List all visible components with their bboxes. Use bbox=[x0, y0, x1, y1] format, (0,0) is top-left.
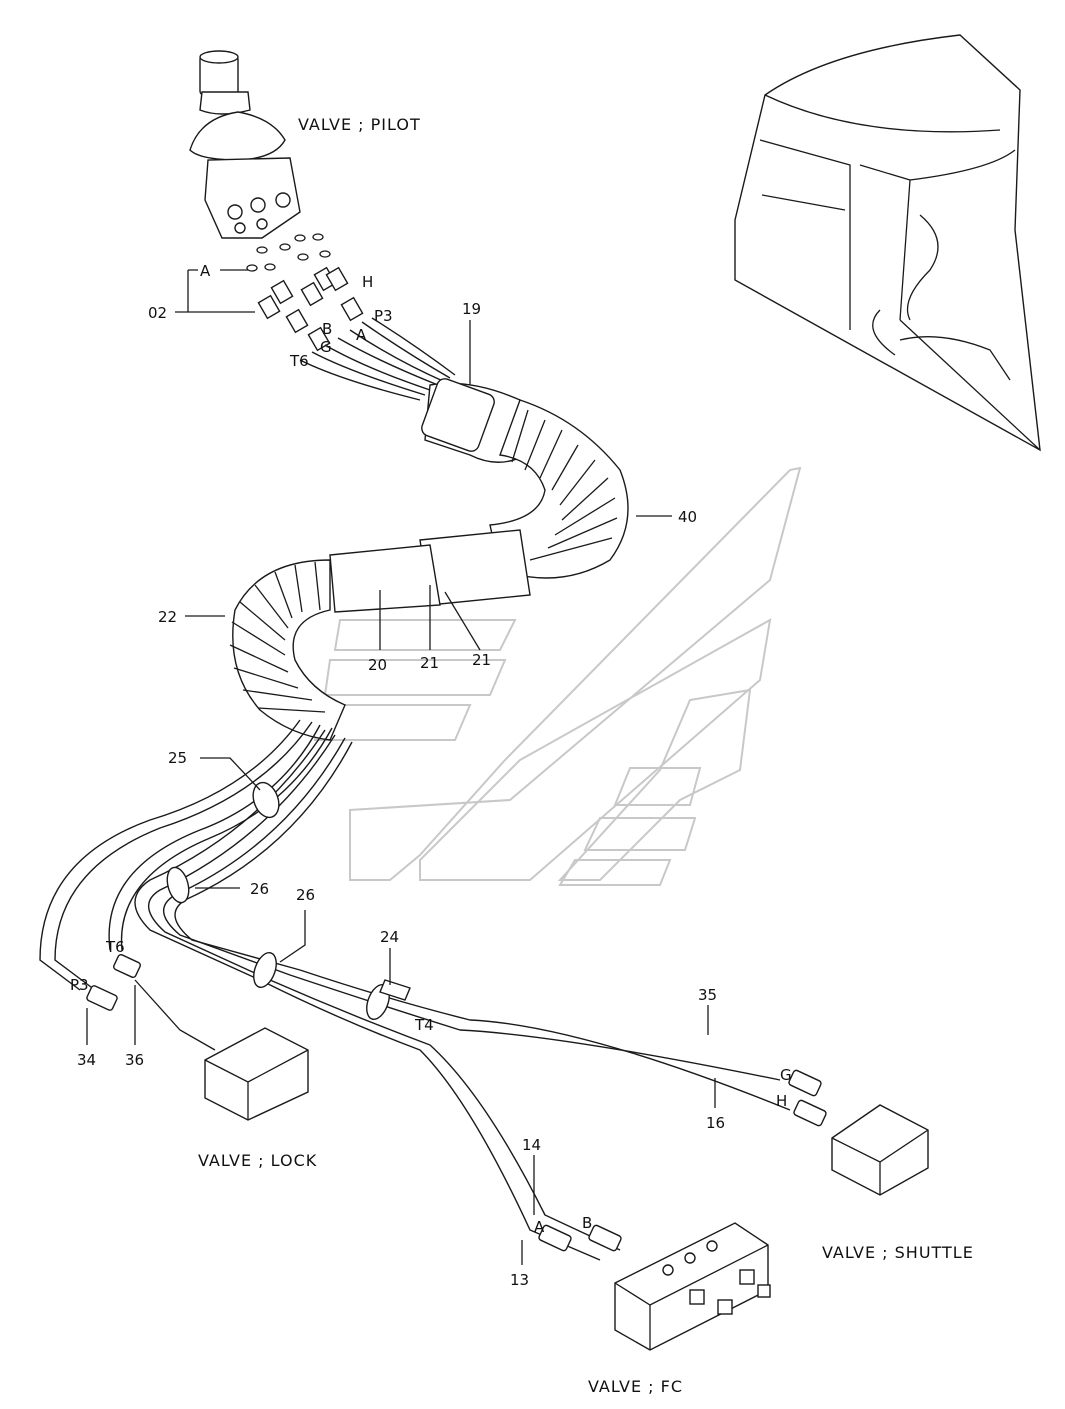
callout-21: 21 bbox=[420, 654, 439, 672]
coiled-conduit bbox=[229, 559, 346, 741]
port-label-b: B bbox=[322, 320, 332, 338]
main-hose-run bbox=[39, 719, 791, 1261]
port-label-t4: T4 bbox=[414, 1016, 434, 1034]
callout-24: 24 bbox=[380, 928, 399, 946]
port-label-b-bottom: B bbox=[582, 1214, 592, 1232]
callout-02: 02 bbox=[148, 304, 167, 322]
port-label-t6-bottom: T6 bbox=[105, 938, 125, 956]
port-label-a-detail: A bbox=[200, 262, 211, 280]
callout-16: 16 bbox=[706, 1114, 725, 1132]
upper-hose-bundle bbox=[299, 317, 456, 401]
callout-13: 13 bbox=[510, 1271, 529, 1289]
port-label-t6: T6 bbox=[289, 352, 309, 370]
callout-19: 19 bbox=[462, 300, 481, 318]
pilot-fittings bbox=[257, 266, 364, 352]
port-label-g-bottom: G bbox=[780, 1066, 792, 1084]
watermark-logo bbox=[313, 466, 802, 886]
cab-inset bbox=[734, 34, 1041, 452]
pilot-valve bbox=[189, 50, 301, 239]
port-label-a-bottom: A bbox=[534, 1218, 545, 1236]
shuttle-valve-label: VALVE ; SHUTTLE bbox=[822, 1243, 974, 1262]
callout-14: 14 bbox=[522, 1136, 541, 1154]
leader-lines bbox=[86, 269, 716, 1265]
shuttle-valve-body bbox=[831, 1104, 929, 1196]
fc-valve-label: VALVE ; FC bbox=[588, 1377, 683, 1396]
fc-valve-body bbox=[614, 1222, 771, 1351]
callout-20: 20 bbox=[368, 656, 387, 674]
corrugated-conduit bbox=[329, 378, 629, 613]
port-label-p3-bottom: P3 bbox=[70, 976, 89, 994]
port-label-h-bottom: H bbox=[776, 1092, 787, 1110]
port-label-p3: P3 bbox=[374, 307, 393, 325]
port-label-a: A bbox=[356, 326, 367, 344]
callout-26: 26 bbox=[296, 886, 315, 904]
port-label-g: G bbox=[320, 338, 332, 356]
callout-34: 34 bbox=[77, 1051, 96, 1069]
callout-26: 26 bbox=[250, 880, 269, 898]
hose-clamps bbox=[166, 781, 411, 1020]
port-label-h: H bbox=[362, 273, 373, 291]
callout-25: 25 bbox=[168, 749, 187, 767]
o-rings bbox=[246, 233, 331, 272]
callout-36: 36 bbox=[125, 1051, 144, 1069]
lock-valve-label: VALVE ; LOCK bbox=[198, 1151, 317, 1170]
callout-22: 22 bbox=[158, 608, 177, 626]
callout-35: 35 bbox=[698, 986, 717, 1004]
pilot-valve-label: VALVE ; PILOT bbox=[298, 115, 421, 134]
callout-40: 40 bbox=[678, 508, 697, 526]
end-fittings bbox=[86, 953, 827, 1252]
lock-valve-body bbox=[134, 979, 309, 1121]
callout-21: 21 bbox=[472, 651, 491, 669]
